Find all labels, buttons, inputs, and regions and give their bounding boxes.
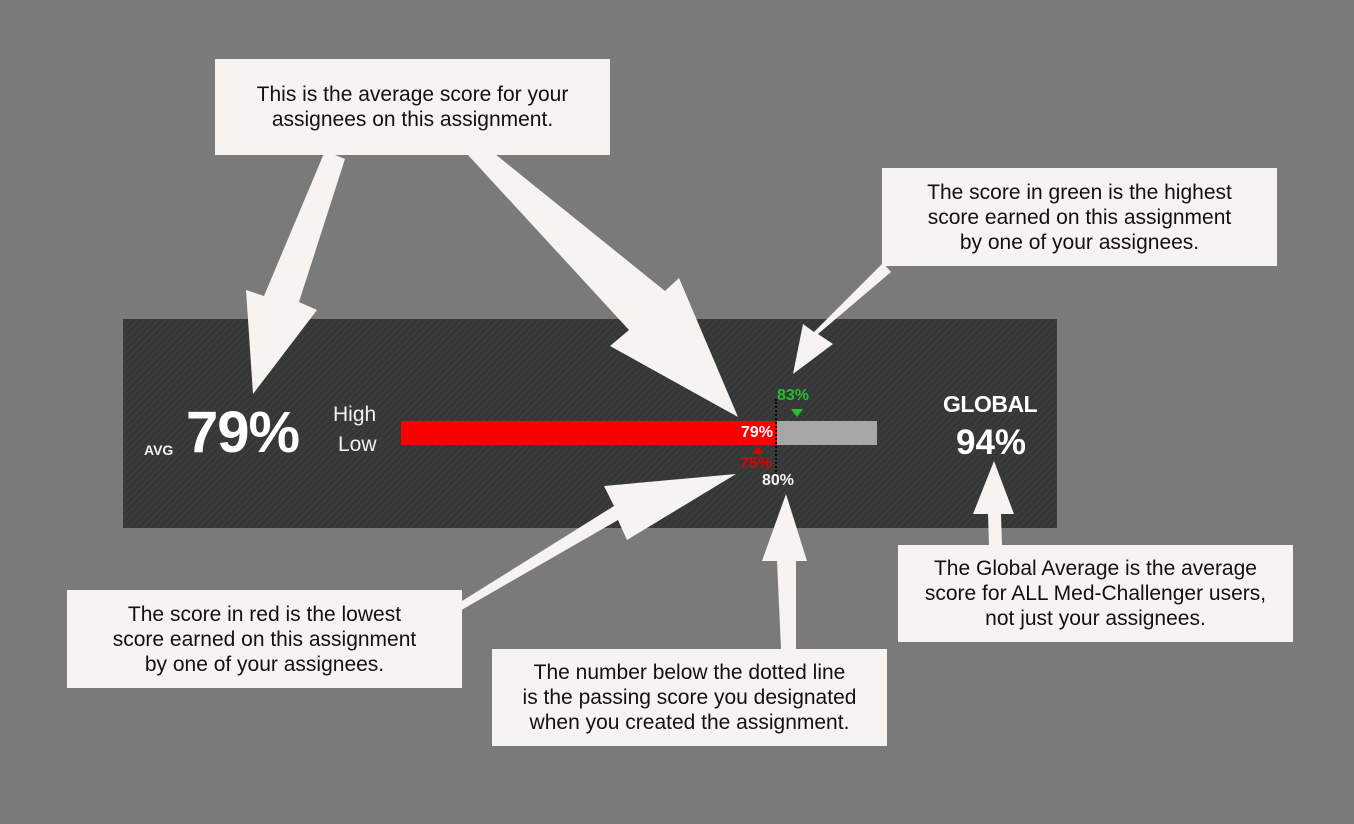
arrow-to-high-score — [793, 263, 891, 374]
callout-passing-score: The number below the dotted line is the … — [492, 649, 887, 746]
arrow-to-bar-avg — [468, 150, 738, 417]
global-label: GLOBAL — [943, 391, 1038, 417]
high-score-value: 83% — [777, 387, 810, 404]
callout-high-score: The score in green is the highest score … — [882, 168, 1277, 266]
arrow-to-low-score — [458, 474, 736, 612]
passing-score-dotted-line — [775, 399, 777, 475]
callout-global-average: The Global Average is the average score … — [898, 545, 1293, 642]
callout-low-score-text: The score in red is the lowest score ear… — [112, 602, 417, 676]
callout-average-text: This is the average score for your assig… — [256, 83, 569, 131]
arrow-to-avg — [246, 151, 345, 394]
score-bar-track: 79% — [401, 421, 877, 445]
callout-passing-score-text: The number below the dotted line is the … — [522, 661, 857, 734]
low-score-triangle-icon — [752, 446, 764, 454]
global-average-value: 94% — [956, 423, 1027, 462]
callout-high-score-text: The score in green is the highest score … — [927, 180, 1232, 254]
score-bar-fill: 79% — [401, 421, 778, 445]
low-score-value: 75% — [740, 455, 773, 472]
low-label: Low — [338, 433, 377, 456]
avg-label: AVG — [144, 442, 174, 458]
arrow-to-passing-score — [762, 494, 807, 649]
passing-score-value: 80% — [762, 472, 795, 489]
arrow-to-global — [973, 461, 1014, 545]
callout-global-average-text: The Global Average is the average score … — [924, 557, 1267, 630]
score-panel: AVG 79% High Low 79% 83% 75% 80% GLOBAL … — [123, 319, 1057, 528]
high-score-triangle-icon — [791, 409, 803, 417]
callout-low-score: The score in red is the lowest score ear… — [67, 590, 462, 688]
high-label: High — [333, 403, 377, 426]
callout-average: This is the average score for your assig… — [215, 59, 610, 155]
avg-score-value: 79% — [186, 400, 300, 465]
score-bar-value: 79% — [741, 424, 774, 441]
